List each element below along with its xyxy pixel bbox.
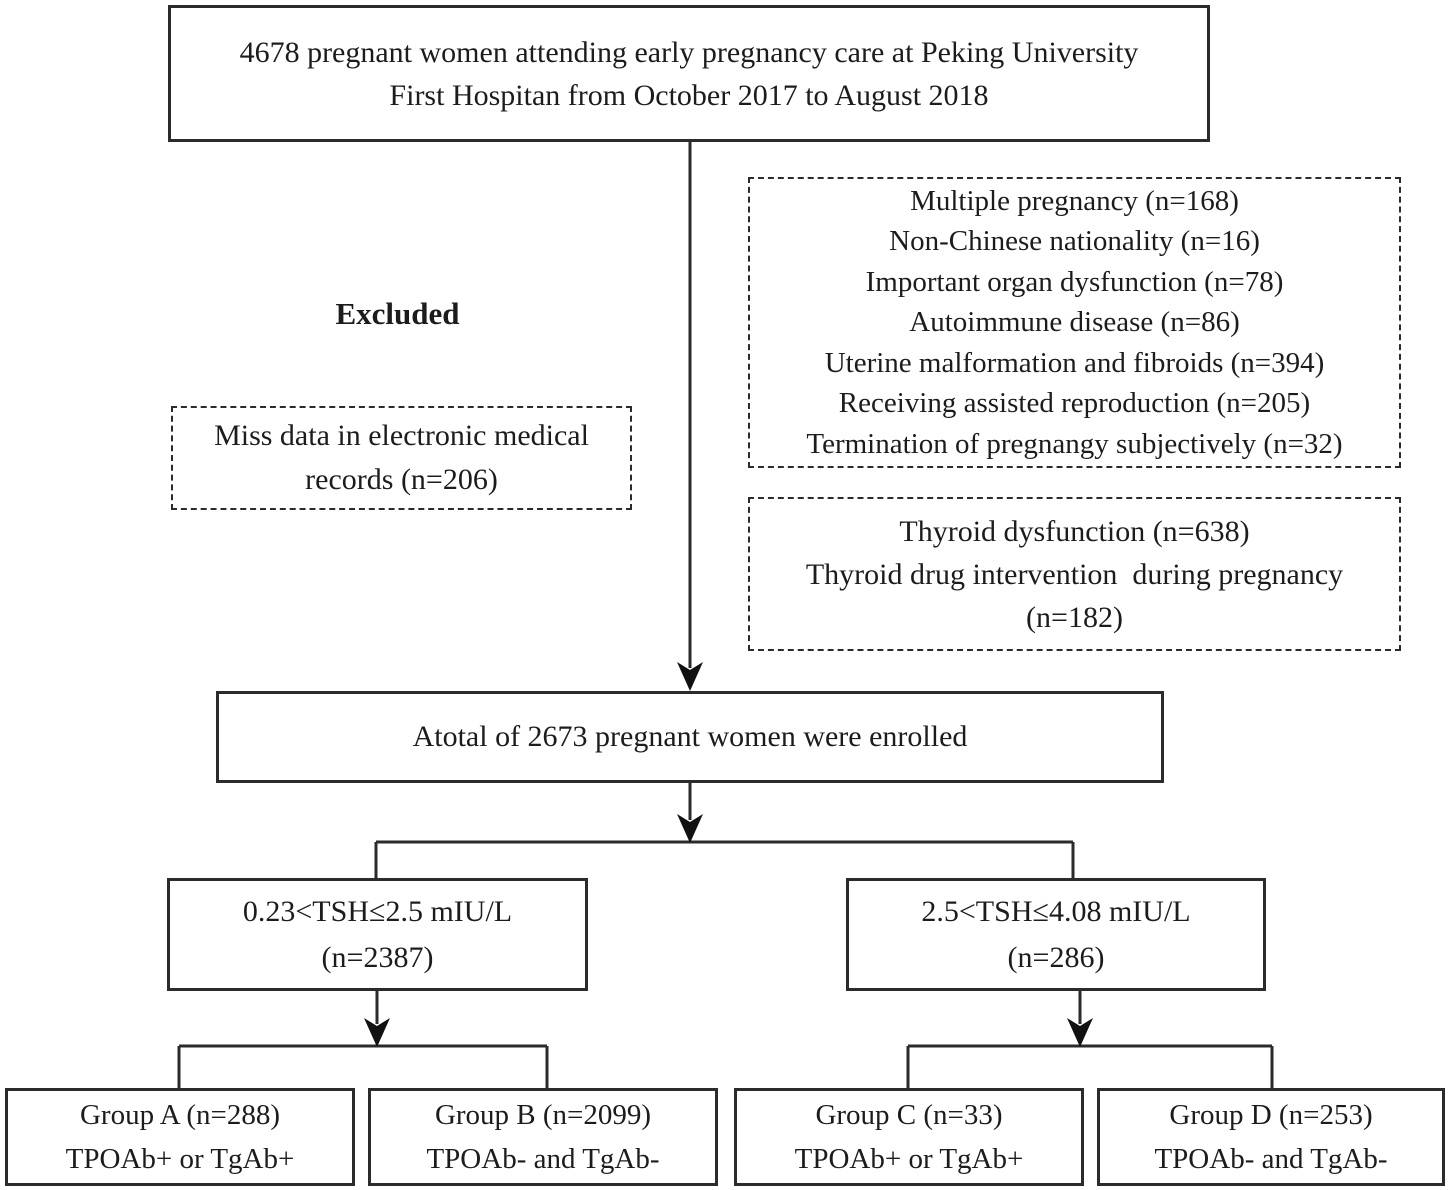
group-c-box: Group C (n=33) TPOAb+ or TgAb+ [734, 1088, 1084, 1186]
thyroid-exclusion-box: Thyroid dysfunction (n=638) Thyroid drug… [748, 497, 1401, 651]
connector-right-split-bar [906, 1044, 1274, 1089]
arrowhead-into-enrolled [677, 662, 703, 691]
population-box: 4678 pregnant women attending early preg… [168, 5, 1210, 142]
enrolled-text: Atotal of 2673 pregnant women were enrol… [412, 720, 968, 753]
thyroid-exclusion-item: Thyroid dysfunction (n=638) [899, 514, 1250, 548]
tsh-high-range: 2.5<TSH≤4.08 mIU/L [921, 894, 1191, 928]
tsh-low-box: 0.23<TSH≤2.5 mIU/L (n=2387) [167, 878, 588, 991]
group-c-title: Group C (n=33) [815, 1099, 1003, 1131]
group-b-title: Group B (n=2099) [434, 1099, 652, 1131]
connector-left-split-bar [177, 1044, 549, 1089]
group-d-criteria: TPOAb- and TgAb- [1154, 1143, 1388, 1175]
group-c-criteria: TPOAb+ or TgAb+ [794, 1143, 1024, 1175]
exclusion-item: Termination of pregnangy subjectively (n… [806, 427, 1343, 460]
thyroid-exclusion-item: (n=182) [1026, 600, 1123, 634]
population-line-2: First Hospitan from October 2017 to Augu… [389, 78, 989, 112]
missing-data-line-1: Miss data in electronic medical [214, 419, 589, 452]
exclusion-item: Autoimmune disease (n=86) [909, 306, 1240, 339]
arrowhead-into-right-split [1067, 1018, 1093, 1047]
exclusion-item: Important organ dysfunction (n=78) [865, 265, 1284, 298]
group-b-criteria: TPOAb- and TgAb- [426, 1143, 660, 1175]
tsh-low-range: 0.23<TSH≤2.5 mIU/L [242, 894, 513, 928]
group-a-title: Group A (n=288) [79, 1099, 280, 1131]
population-line-1: 4678 pregnant women attending early preg… [239, 35, 1139, 69]
enrolled-box: Atotal of 2673 pregnant women were enrol… [216, 691, 1164, 783]
exclusion-item: Non-Chinese nationality (n=16) [889, 225, 1260, 258]
tsh-high-count: (n=286) [1007, 940, 1105, 974]
missing-data-line-2: records (n=206) [305, 463, 498, 496]
connector-main-split-bar [374, 840, 1075, 879]
arrowhead-into-main-split [677, 814, 703, 843]
group-a-criteria: TPOAb+ or TgAb+ [65, 1143, 295, 1175]
thyroid-exclusion-item: Thyroid drug intervention during pregnan… [805, 557, 1344, 591]
exclusion-item: Uterine malformation and fibroids (n=394… [824, 346, 1325, 379]
group-d-title: Group D (n=253) [1169, 1099, 1373, 1131]
exclusion-item: Multiple pregnancy (n=168) [910, 184, 1239, 217]
group-a-box: Group A (n=288) TPOAb+ or TgAb+ [5, 1088, 355, 1186]
group-d-box: Group D (n=253) TPOAb- and TgAb- [1097, 1088, 1445, 1186]
tsh-high-box: 2.5<TSH≤4.08 mIU/L (n=286) [846, 878, 1266, 991]
excluded-label: Excluded [335, 296, 460, 331]
tsh-low-count: (n=2387) [321, 940, 434, 974]
arrowhead-into-left-split [364, 1018, 390, 1047]
group-b-box: Group B (n=2099) TPOAb- and TgAb- [368, 1088, 718, 1186]
exclusion-criteria-box: Multiple pregnancy (n=168) Non-Chinese n… [748, 177, 1401, 468]
exclusion-item: Receiving assisted reproduction (n=205) [838, 387, 1311, 420]
missing-data-box: Miss data in electronic medical records … [171, 406, 632, 510]
